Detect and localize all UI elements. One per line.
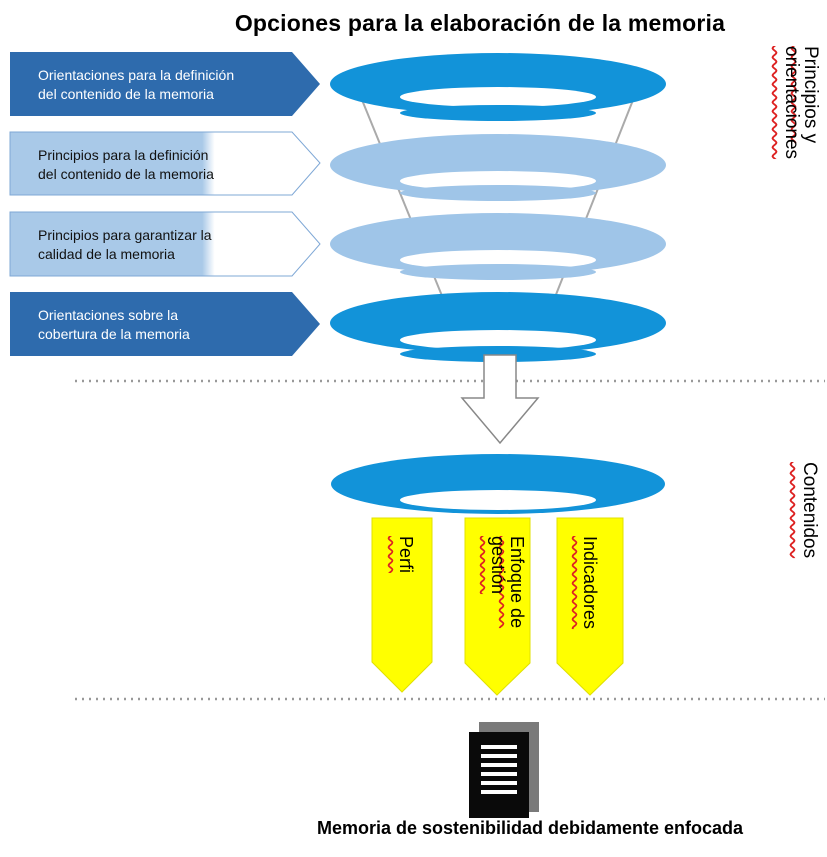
funnel-ring-3 [330, 213, 666, 280]
funnel-ring-4 [330, 292, 666, 362]
side-label-principios: Principios y orientaciones [781, 46, 821, 160]
step-box-3 [9, 211, 321, 277]
step-label-3: Principios para garantizar la calidad de… [38, 226, 212, 264]
output-label: Memoria de sostenibilidad debidamente en… [316, 818, 744, 838]
tag-label-perfil: Perfi [396, 536, 416, 574]
content-tag-2 [464, 517, 531, 696]
tag-label-indicadores: Indicadores [580, 536, 600, 630]
tag-label-enfoque: Enfoque de gestión [488, 536, 527, 629]
funnel-ring-2 [330, 134, 666, 201]
step-label-2: Principios para la definición del conten… [38, 146, 214, 184]
step-box-2 [9, 131, 321, 196]
step-4-line-1: Orientaciones sobre la [38, 307, 179, 323]
step-label-4: Orientaciones sobre la cobertura de la m… [38, 306, 190, 344]
step-2-line-1: Principios para la definición [38, 147, 209, 163]
step-4-line-2: cobertura de la memoria [38, 326, 190, 342]
step-2-line-2: del contenido de la memoria [38, 166, 214, 182]
step-label-1: Orientaciones para la definición del con… [38, 66, 234, 104]
step-1-line-1: Orientaciones para la definición [38, 67, 235, 83]
diagram-title: Opciones para la elaboración de la memor… [234, 10, 726, 36]
content-ring [331, 454, 665, 514]
side-label-contenidos: Contenidos [799, 462, 820, 559]
step-box-4 [10, 292, 320, 356]
step-1-line-2: del contenido de la memoria [38, 86, 214, 102]
document-stack-icon [469, 722, 539, 818]
content-tag-3 [556, 517, 624, 696]
step-box-1 [10, 52, 320, 116]
funnel-ring-1 [330, 53, 666, 121]
content-tag-1 [371, 517, 433, 693]
step-3-line-2: calidad de la memoria [38, 246, 175, 262]
step-3-line-1: Principios para garantizar la [38, 227, 212, 243]
down-arrow [460, 354, 540, 445]
